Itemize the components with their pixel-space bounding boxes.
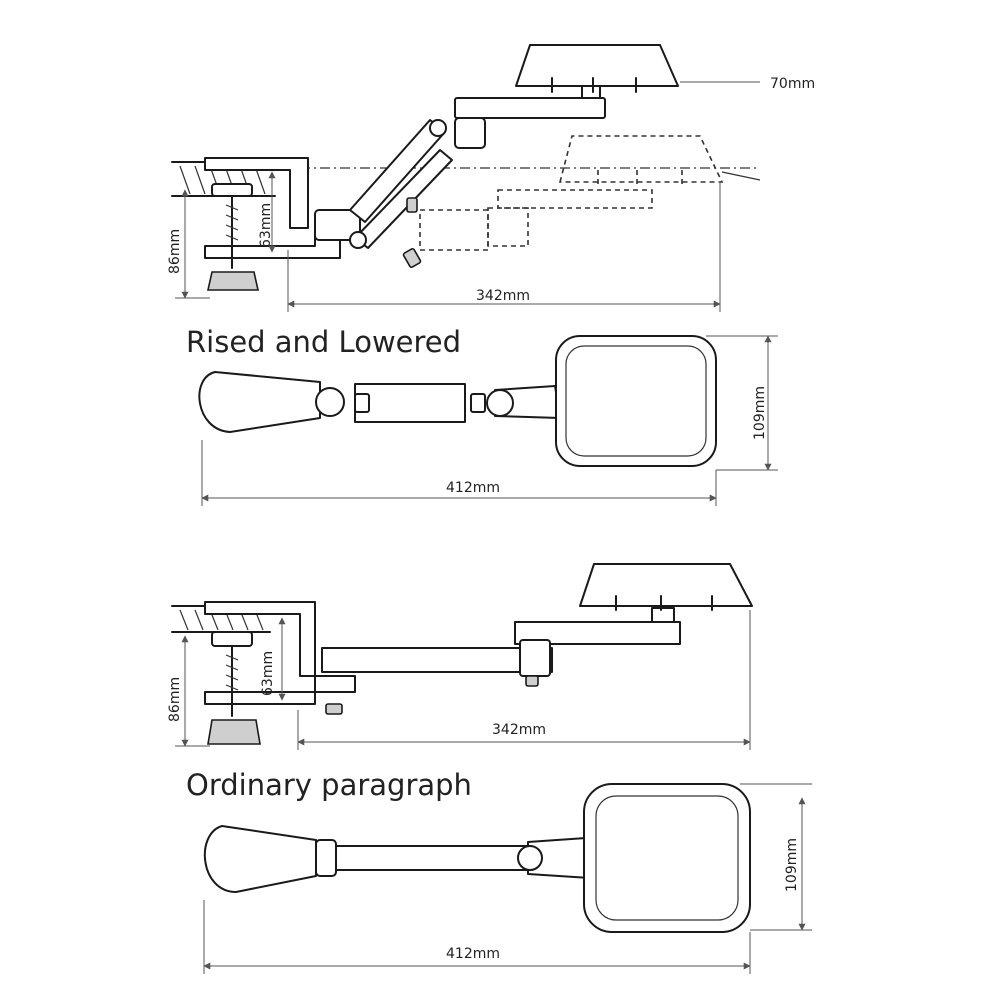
side-view-raised-lowered: 70mm 63mm 86mm 342mm bbox=[167, 44, 815, 312]
pad-width-label-2: 109mm bbox=[784, 838, 800, 892]
clamp-depth-label-1: 63mm bbox=[258, 203, 274, 248]
armrest-pad-lowered bbox=[419, 135, 761, 251]
armrest-pad-top bbox=[555, 335, 717, 467]
top-view-raised-lowered: 109mm 412mm bbox=[198, 335, 778, 506]
upper-arm-segment bbox=[514, 621, 681, 645]
heading-ordinary-paragraph: Ordinary paragraph bbox=[186, 768, 472, 802]
top-length-label-2: 412mm bbox=[446, 946, 500, 962]
armrest-pad-top-2 bbox=[583, 783, 751, 933]
clamp-knob-top bbox=[198, 371, 321, 433]
side-length-label-2: 342mm bbox=[492, 722, 546, 738]
heading-rised-and-lowered: Rised and Lowered bbox=[186, 325, 461, 359]
armrest-pad-raised bbox=[515, 44, 760, 93]
arm-top-2 bbox=[335, 845, 529, 871]
straight-arm bbox=[321, 607, 681, 687]
folding-arm bbox=[314, 85, 606, 268]
desk-clamp bbox=[204, 157, 341, 291]
dimension-lines-1 bbox=[175, 171, 721, 312]
armrest-pad-ordinary bbox=[579, 563, 753, 611]
top-length-label-1: 412mm bbox=[446, 480, 500, 496]
clamp-height-label-1: 86mm bbox=[167, 229, 183, 274]
arm-link-top bbox=[354, 383, 466, 423]
dimension-lines-2 bbox=[201, 335, 778, 506]
pad-width-label-1: 109mm bbox=[752, 386, 768, 440]
clamp-depth-label-2: 63mm bbox=[260, 651, 276, 696]
dimension-lines-3 bbox=[175, 610, 751, 750]
dimension-lines-4 bbox=[203, 783, 812, 974]
clamp-height-label-2: 86mm bbox=[167, 677, 183, 722]
side-length-label-1: 342mm bbox=[476, 288, 530, 304]
top-view-ordinary: 109mm 412mm bbox=[203, 783, 812, 974]
side-view-ordinary: 63mm 86mm 342mm bbox=[167, 563, 753, 750]
desk-clamp-2 bbox=[204, 601, 356, 745]
pad-thickness-label: 70mm bbox=[770, 76, 815, 92]
lower-arm-segment bbox=[321, 647, 553, 673]
clamp-knob-top-2 bbox=[203, 825, 317, 893]
